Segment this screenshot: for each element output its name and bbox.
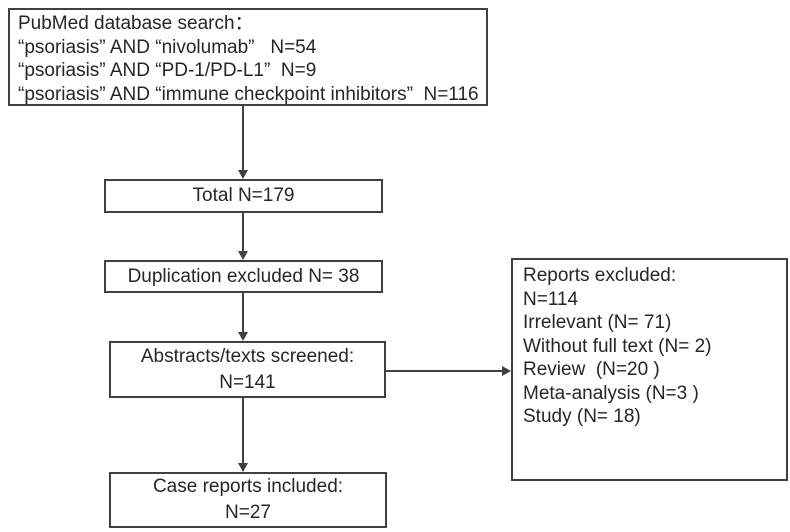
search-box-line-4: “psoriasis” AND “immune checkpoint inhib… bbox=[18, 83, 479, 105]
search-box-line-3: “psoriasis” AND “PD-1/PD-L1” N=9 bbox=[18, 60, 317, 81]
pubmed-search-box: PubMed database search： “psoriasis” AND … bbox=[8, 8, 488, 106]
arrow-total-to-duplication bbox=[242, 212, 244, 251]
included-box-line-2: N=27 bbox=[225, 502, 271, 523]
reports-excluded-box: Reports excluded: N=114 Irrelevant (N= 7… bbox=[511, 258, 788, 481]
excluded-box-line-3: Irrelevant (N= 71) bbox=[523, 312, 672, 333]
search-box-line-2: “psoriasis” AND “nivolumab” N=54 bbox=[18, 36, 317, 58]
abstracts-screened-box: Abstracts/texts screened: N=141 bbox=[109, 341, 386, 398]
arrow-screened-to-excluded bbox=[386, 370, 502, 372]
included-box-line-1: Case reports included: bbox=[152, 476, 344, 497]
screened-box-line-1: Abstracts/texts screened: bbox=[140, 346, 355, 367]
screened-box-line-2: N=141 bbox=[219, 372, 276, 393]
excluded-box-line-5: Review (N=20 ) bbox=[523, 359, 660, 380]
excluded-box-line-1: Reports excluded: bbox=[523, 265, 677, 286]
duplication-box-label: Duplication excluded N= 38 bbox=[127, 266, 360, 287]
excluded-box-line-4: Without full text (N= 2) bbox=[523, 335, 712, 357]
duplication-excluded-box: Duplication excluded N= 38 bbox=[104, 260, 383, 293]
arrow-screened-to-included bbox=[242, 397, 244, 463]
excluded-box-line-7: Study (N= 18) bbox=[523, 406, 641, 427]
excluded-box-line-2: N=114 bbox=[523, 288, 579, 310]
total-box: Total N=179 bbox=[104, 179, 383, 213]
excluded-box-line-6: Meta-analysis (N=3 ) bbox=[523, 382, 699, 404]
arrow-search-to-total bbox=[242, 105, 244, 170]
case-reports-included-box: Case reports included: N=27 bbox=[109, 472, 387, 528]
search-box-line-1: PubMed database search： bbox=[18, 13, 254, 34]
total-box-label: Total N=179 bbox=[192, 185, 295, 206]
arrow-duplication-to-screened bbox=[242, 292, 244, 332]
